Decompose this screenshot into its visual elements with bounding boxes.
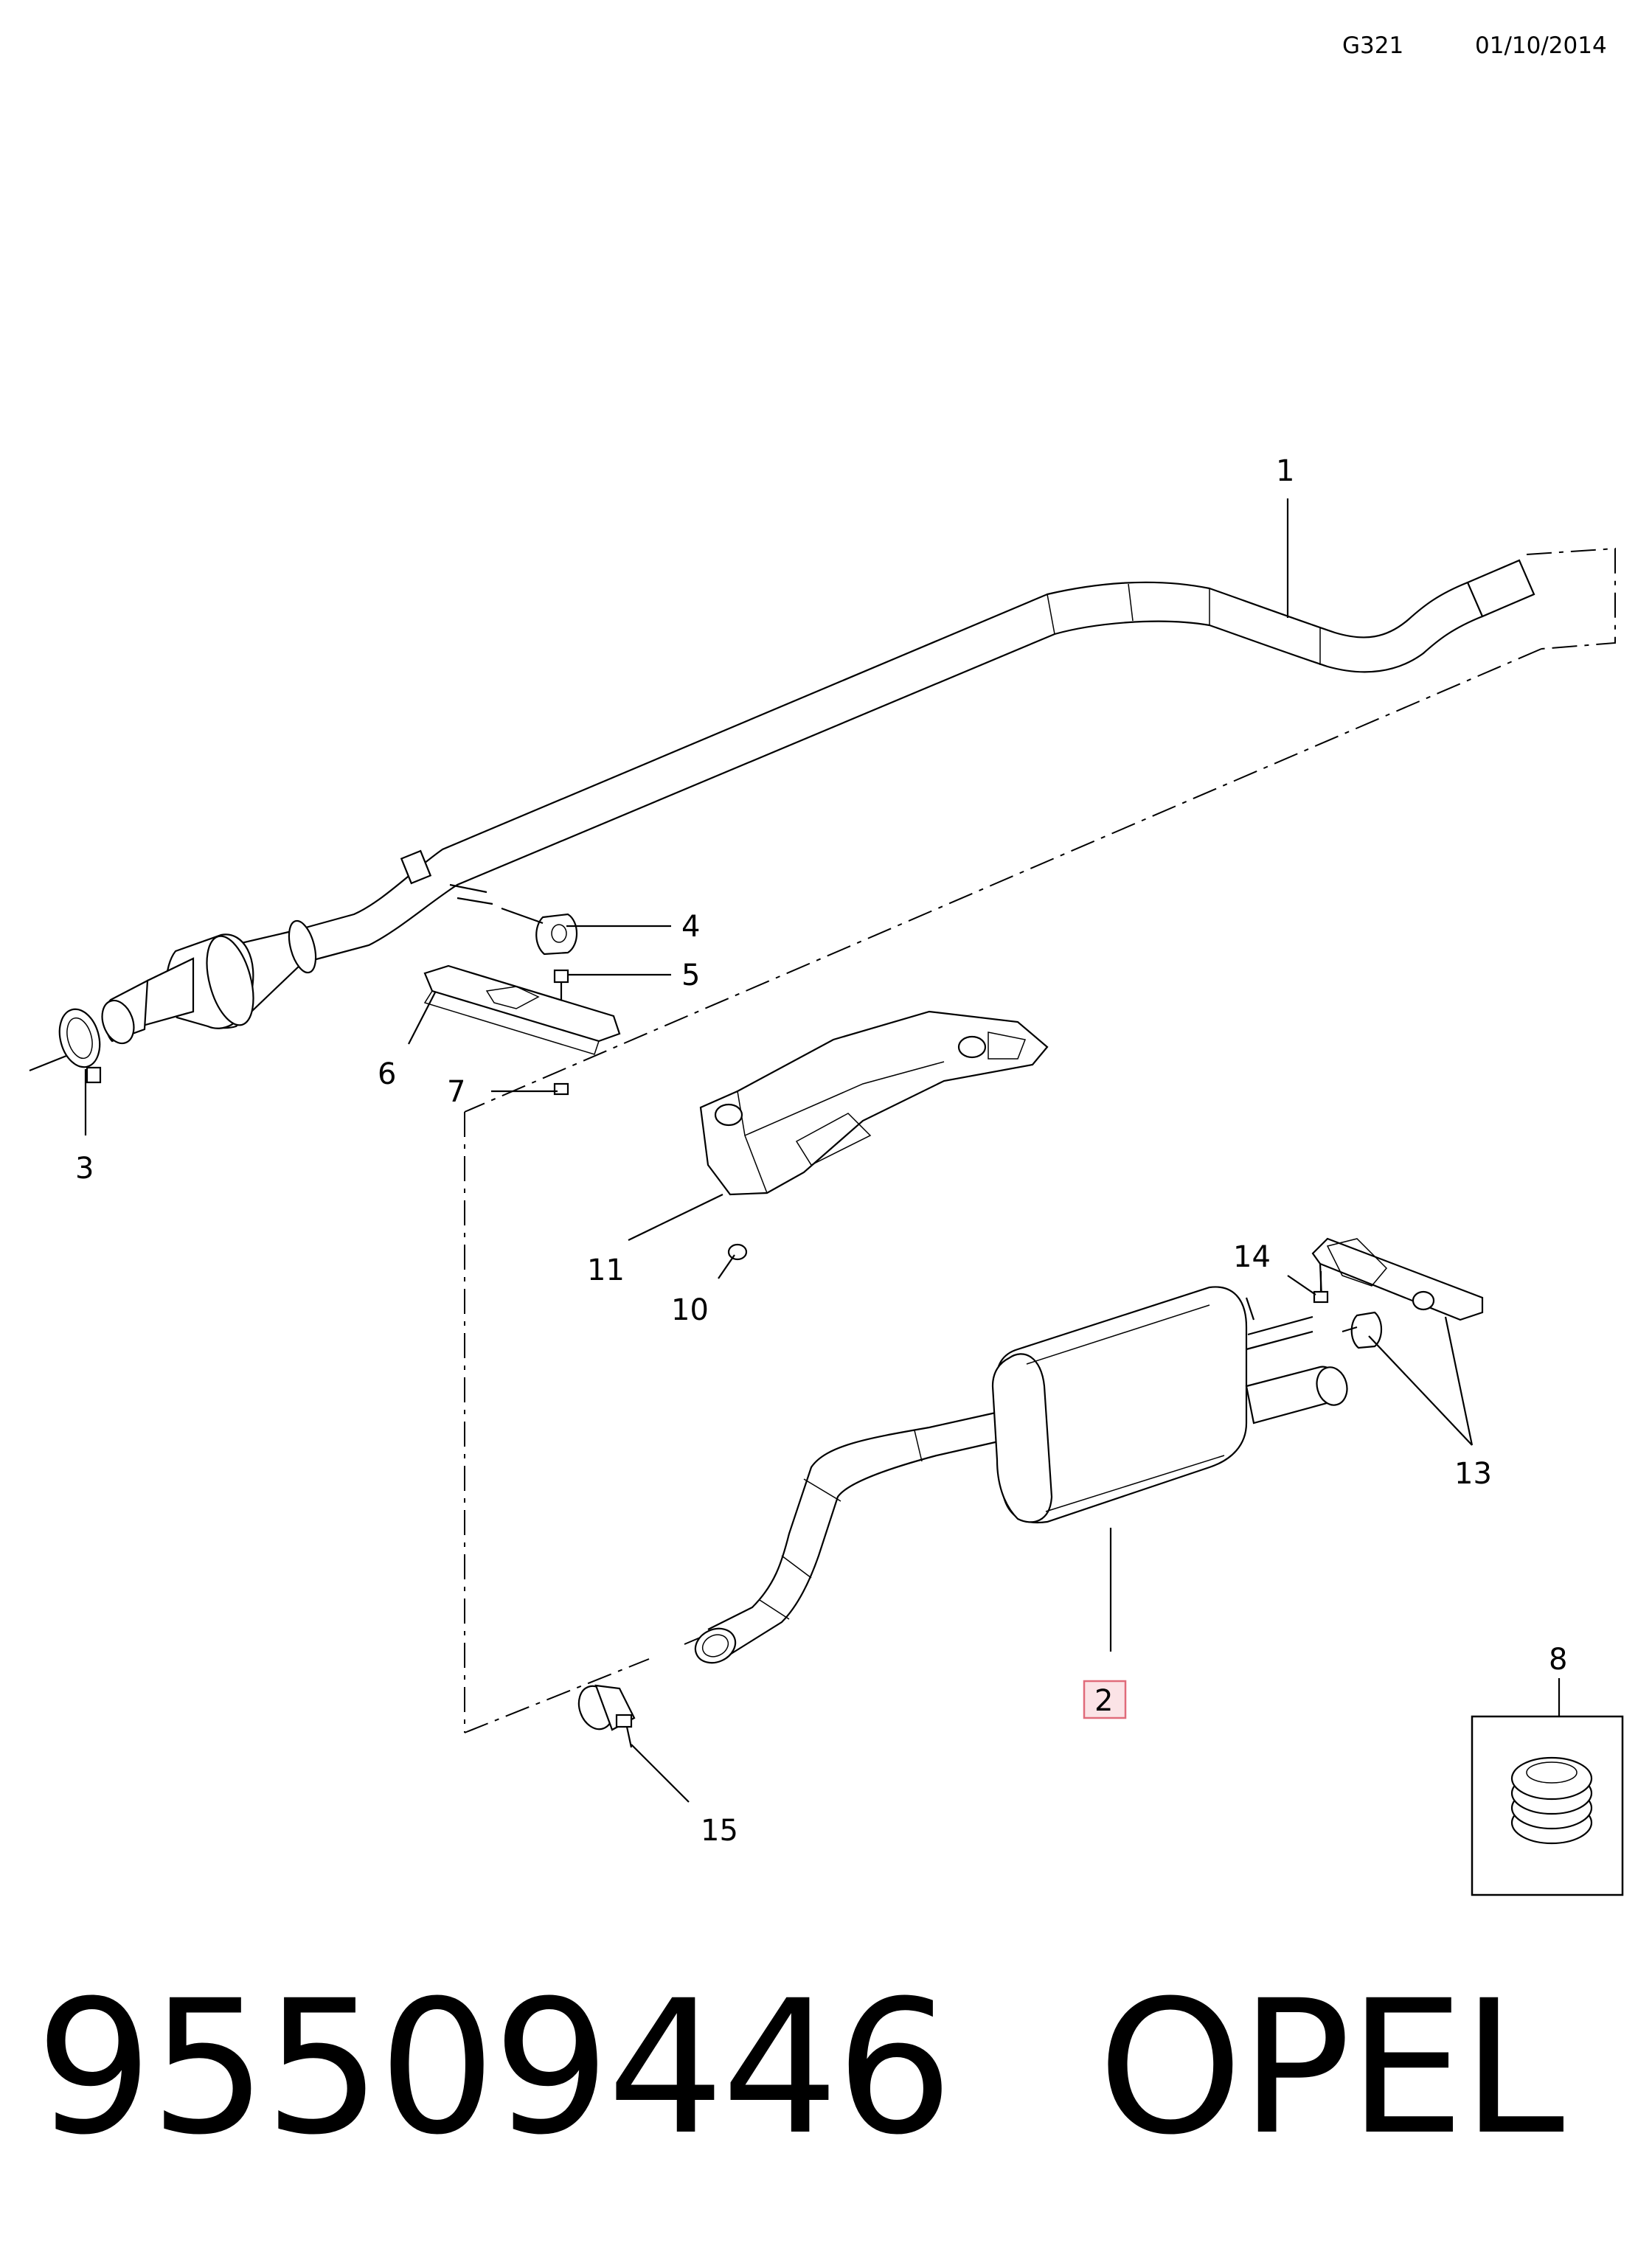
bracket-part-6 bbox=[423, 964, 621, 1055]
part-number: 95509446 bbox=[35, 1961, 953, 2175]
front-pipe-part-1 bbox=[101, 559, 1535, 1045]
callout-4: 4 bbox=[681, 910, 700, 944]
leader-lines bbox=[84, 498, 1561, 1803]
callout-13: 13 bbox=[1454, 1457, 1492, 1491]
callout-7: 7 bbox=[447, 1075, 465, 1109]
nut-part-7 bbox=[553, 1082, 569, 1096]
insulator-part-4 bbox=[501, 907, 577, 956]
callout-6: 6 bbox=[378, 1057, 396, 1091]
brand-name: OPEL bbox=[1097, 1961, 1564, 2175]
heat-shield-part-11 bbox=[699, 1010, 1049, 1196]
highlighted-callout-2[interactable]: 2 bbox=[1083, 1680, 1127, 1719]
nut-part-10 bbox=[727, 1243, 748, 1261]
clamp-part-3 bbox=[29, 1008, 102, 1084]
callout-15: 15 bbox=[701, 1814, 738, 1848]
thread-insert-box-part-8 bbox=[1471, 1715, 1624, 1896]
callout-2: 2 bbox=[1094, 1684, 1113, 1718]
callout-1: 1 bbox=[1276, 454, 1294, 488]
callout-11: 11 bbox=[587, 1253, 625, 1287]
callout-14: 14 bbox=[1233, 1240, 1271, 1274]
bolt-part-14 bbox=[1313, 1271, 1329, 1304]
callout-10: 10 bbox=[671, 1293, 709, 1327]
diagram-code: G321 bbox=[1342, 32, 1403, 59]
callout-8: 8 bbox=[1549, 1643, 1567, 1677]
callout-3: 3 bbox=[75, 1152, 94, 1186]
hanger-part-13 bbox=[1311, 1237, 1484, 1349]
diagram-date: 01/10/2014 bbox=[1475, 32, 1607, 59]
callout-5: 5 bbox=[681, 959, 700, 992]
rear-muffler-part-2 bbox=[694, 1286, 1348, 1664]
clamp-part-15 bbox=[577, 1684, 636, 1748]
dash-guide-lines bbox=[464, 547, 1616, 1733]
